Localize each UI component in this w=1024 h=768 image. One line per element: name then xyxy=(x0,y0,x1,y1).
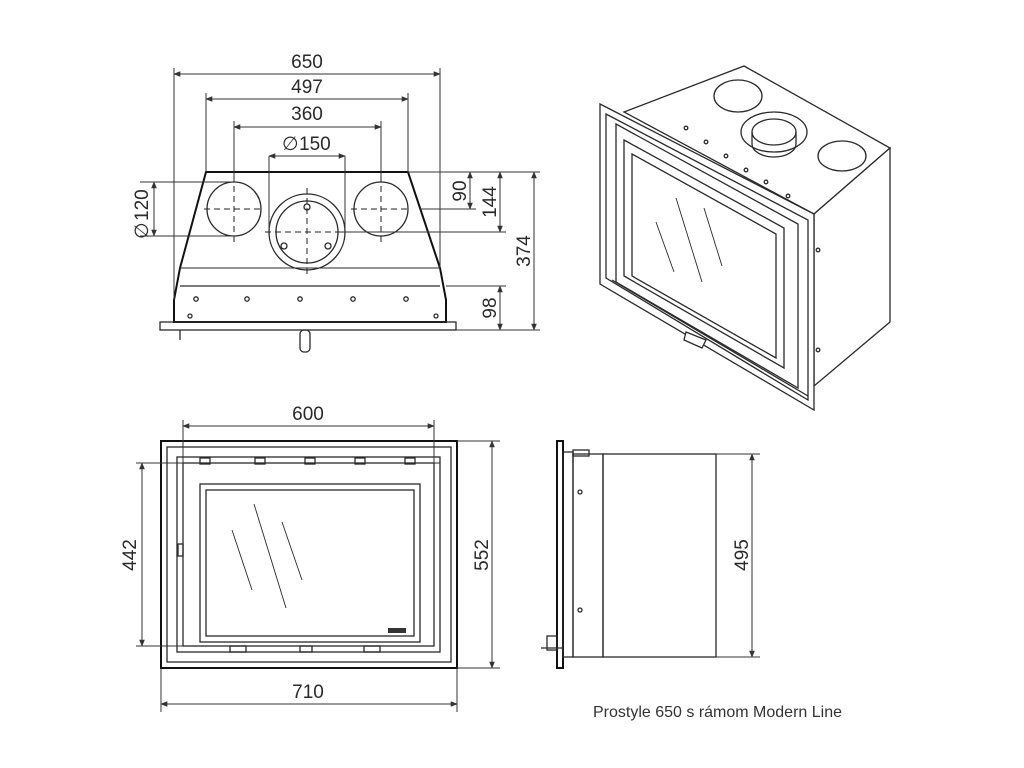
glass-reflection xyxy=(231,529,253,591)
iso-door-frame xyxy=(623,138,785,370)
screw-hole xyxy=(297,296,303,302)
glass-reflection xyxy=(655,221,675,273)
top-view-frame-strip xyxy=(159,321,457,331)
iso-sill-line xyxy=(611,279,809,397)
collar-screw xyxy=(324,242,332,250)
dim-frame-height-label: 552 xyxy=(472,539,493,571)
drawing-caption: Prostyle 650 s rámom Modern Line xyxy=(593,704,842,721)
front-view: 600 710 442 552 xyxy=(120,404,500,712)
iso-door-glass xyxy=(631,152,777,360)
dim-outlet-spacing-label: 360 xyxy=(291,104,323,125)
side-frame xyxy=(556,440,564,669)
iso-door-outer xyxy=(615,122,799,390)
front-frame-outer xyxy=(160,440,458,669)
diameter-symbol: ∅ xyxy=(282,134,299,155)
dim-center-outlet-label: 150 xyxy=(299,134,331,155)
top-view: 650 497 360 ∅ 150 ∅ 120 90 xyxy=(132,52,540,353)
dim-offset-large-label: 144 xyxy=(480,186,501,218)
screw-hole xyxy=(193,296,199,302)
dim-front-depth-label: 98 xyxy=(480,297,501,318)
front-door-frame xyxy=(199,483,421,643)
front-insert-body xyxy=(176,456,441,653)
side-door xyxy=(562,451,574,658)
iso-frame-outer xyxy=(599,102,815,412)
front-glass xyxy=(205,489,415,637)
diameter-symbol: ∅ xyxy=(132,222,153,239)
dim-frame-width-label: 710 xyxy=(292,682,324,703)
brand-logo-mark xyxy=(388,628,406,633)
dim-side-outlet-label: 120 xyxy=(132,189,153,221)
screw-hole xyxy=(433,313,439,319)
iso-collar-outer xyxy=(740,111,808,153)
iso-handle xyxy=(683,331,707,349)
glass-reflection xyxy=(253,503,287,609)
screw-hole xyxy=(187,313,193,319)
screw-hole xyxy=(350,296,356,302)
isometric-view xyxy=(599,65,892,412)
side-view: 495 xyxy=(541,440,760,669)
side-front-section xyxy=(572,453,604,658)
screw-hole xyxy=(244,296,250,302)
front-frame-inner xyxy=(166,446,452,663)
dim-inner-height-label: 442 xyxy=(120,539,141,571)
iso-frame-inner-edge xyxy=(605,112,809,402)
iso-outlet-left xyxy=(713,79,763,113)
dim-overall-width-label: 650 xyxy=(291,52,323,73)
glass-reflection xyxy=(281,521,303,581)
top-view-door-handle xyxy=(299,329,311,353)
glass-reflection xyxy=(703,207,723,267)
dim-collar-spacing-label: 497 xyxy=(291,77,323,98)
screw-hole xyxy=(403,296,409,302)
iso-outlet-right xyxy=(817,140,867,172)
glass-reflection xyxy=(675,197,703,283)
dim-offset-small-label: 90 xyxy=(450,180,471,201)
iso-collar-wall xyxy=(751,132,797,158)
dim-side-height-label: 495 xyxy=(732,539,753,571)
collar-screw xyxy=(280,242,288,250)
dim-depth-label: 374 xyxy=(514,235,535,267)
side-body xyxy=(602,453,717,658)
dim-inner-width-label: 600 xyxy=(292,404,324,425)
